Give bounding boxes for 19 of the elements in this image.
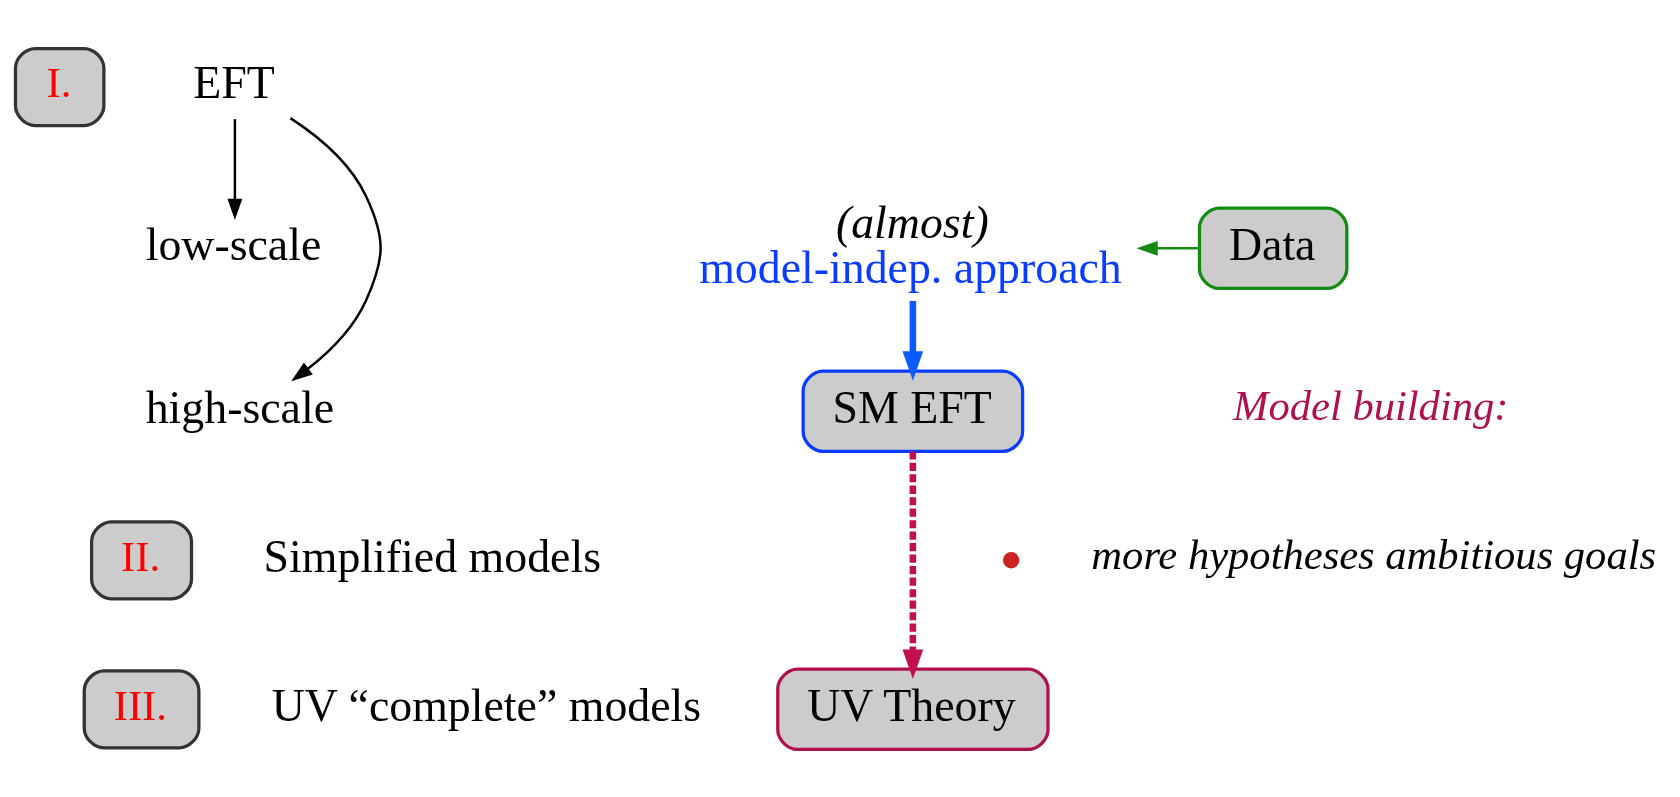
node-box: Data — [1197, 206, 1349, 290]
node-box: II. — [89, 519, 194, 600]
arrow — [902, 450, 924, 679]
arrow — [902, 300, 924, 381]
node-box: UV Theory — [776, 667, 1050, 751]
node-text: high-scale — [145, 381, 335, 433]
node-text: (almost) model-indep. approach — [699, 196, 1122, 293]
node-label: UV “complete” models — [271, 679, 702, 731]
node-text: EFT — [193, 56, 275, 108]
arrow — [1136, 240, 1200, 256]
node-label: Simplified models — [263, 530, 602, 582]
label: Model building: — [1233, 381, 1509, 429]
arrow — [289, 116, 382, 381]
node-box: SM EFT — [801, 369, 1025, 453]
label: more hypotheses ambitious goals — [1091, 530, 1657, 578]
node-box: I. — [13, 46, 106, 127]
node-box: III. — [82, 668, 201, 749]
arrow — [227, 118, 243, 220]
node-text: low-scale — [145, 218, 322, 270]
